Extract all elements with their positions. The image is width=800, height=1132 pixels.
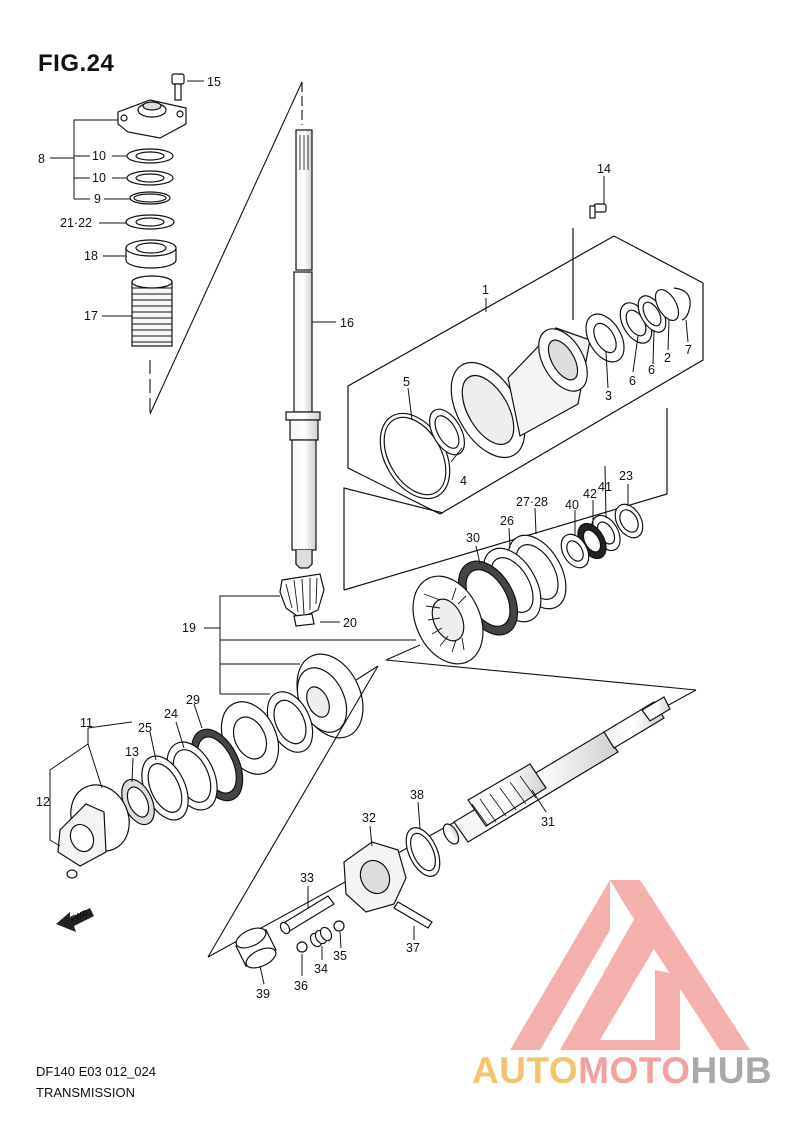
callout-13: 13 — [125, 745, 139, 759]
callout-27-28: 27·28 — [516, 495, 548, 509]
callout-26: 26 — [500, 514, 514, 528]
callout-8: 8 — [38, 152, 45, 166]
figure-code: DF140 E03 012_024 — [36, 1064, 156, 1079]
watermark-part-hub: HUB — [690, 1050, 773, 1091]
watermark-part-auto: AUTO — [472, 1050, 579, 1091]
callout-25: 25 — [138, 721, 152, 735]
callout-15: 15 — [207, 75, 221, 89]
callout-6b: 6 — [648, 363, 655, 377]
callout-3: 3 — [605, 389, 612, 403]
pinion-gear — [279, 573, 325, 627]
callout-33: 33 — [300, 871, 314, 885]
callout-37: 37 — [406, 941, 420, 955]
callout-11: 11 — [80, 716, 93, 730]
callout-35: 35 — [333, 949, 347, 963]
callout-29: 29 — [186, 693, 200, 707]
leader-lines — [49, 80, 689, 985]
watermark-logo — [510, 880, 750, 1050]
callout-32: 32 — [362, 811, 376, 825]
forward-direction-arrow: FWD — [56, 908, 94, 932]
watermark-text: AUTOMOTOHUB — [472, 1050, 772, 1092]
callout-16: 16 — [340, 316, 354, 330]
callout-labels: 15 8 10 10 9 21·22 18 17 16 14 1 5 4 3 6… — [36, 75, 692, 1001]
reverse-gear-stack — [57, 653, 364, 879]
forward-gear — [412, 575, 484, 665]
callout-30: 30 — [466, 531, 480, 545]
callout-24: 24 — [164, 707, 178, 721]
callout-17: 17 — [84, 309, 98, 323]
figure-title: FIG.24 — [38, 50, 115, 77]
callout-2: 2 — [664, 351, 671, 365]
ring-set — [457, 503, 644, 636]
callout-7: 7 — [685, 343, 692, 357]
callout-10b: 10 — [92, 171, 106, 185]
drive-shaft-16 — [285, 129, 321, 569]
callout-14: 14 — [597, 162, 611, 176]
housing-8 — [117, 99, 187, 139]
assembly-box — [343, 228, 704, 591]
clutch-parts — [235, 827, 441, 969]
callout-12: 12 — [36, 795, 50, 809]
callout-38: 38 — [410, 788, 424, 802]
callout-4: 4 — [460, 474, 467, 488]
callout-42: 42 — [583, 487, 597, 501]
callout-1: 1 — [482, 283, 489, 297]
callout-21-22: 21·22 — [60, 216, 92, 230]
figure-name: TRANSMISSION — [36, 1085, 135, 1100]
callout-19: 19 — [182, 621, 196, 635]
callout-10a: 10 — [92, 149, 106, 163]
callout-36: 36 — [294, 979, 308, 993]
bolt-15 — [171, 73, 185, 101]
callout-34: 34 — [314, 962, 328, 976]
top-left-assembly — [117, 73, 187, 347]
callout-18: 18 — [84, 249, 98, 263]
callout-9: 9 — [94, 192, 101, 206]
callout-40: 40 — [565, 498, 579, 512]
callout-41: 41 — [598, 480, 612, 494]
propeller-shaft-31 — [442, 696, 671, 845]
callout-20: 20 — [343, 616, 357, 630]
callout-23: 23 — [619, 469, 633, 483]
bearing-housing — [379, 203, 691, 500]
callout-5: 5 — [403, 375, 410, 389]
callout-39: 39 — [256, 987, 270, 1001]
watermark-part-moto: MOTO — [578, 1050, 691, 1091]
callout-6a: 6 — [629, 374, 636, 388]
callout-31: 31 — [541, 815, 555, 829]
